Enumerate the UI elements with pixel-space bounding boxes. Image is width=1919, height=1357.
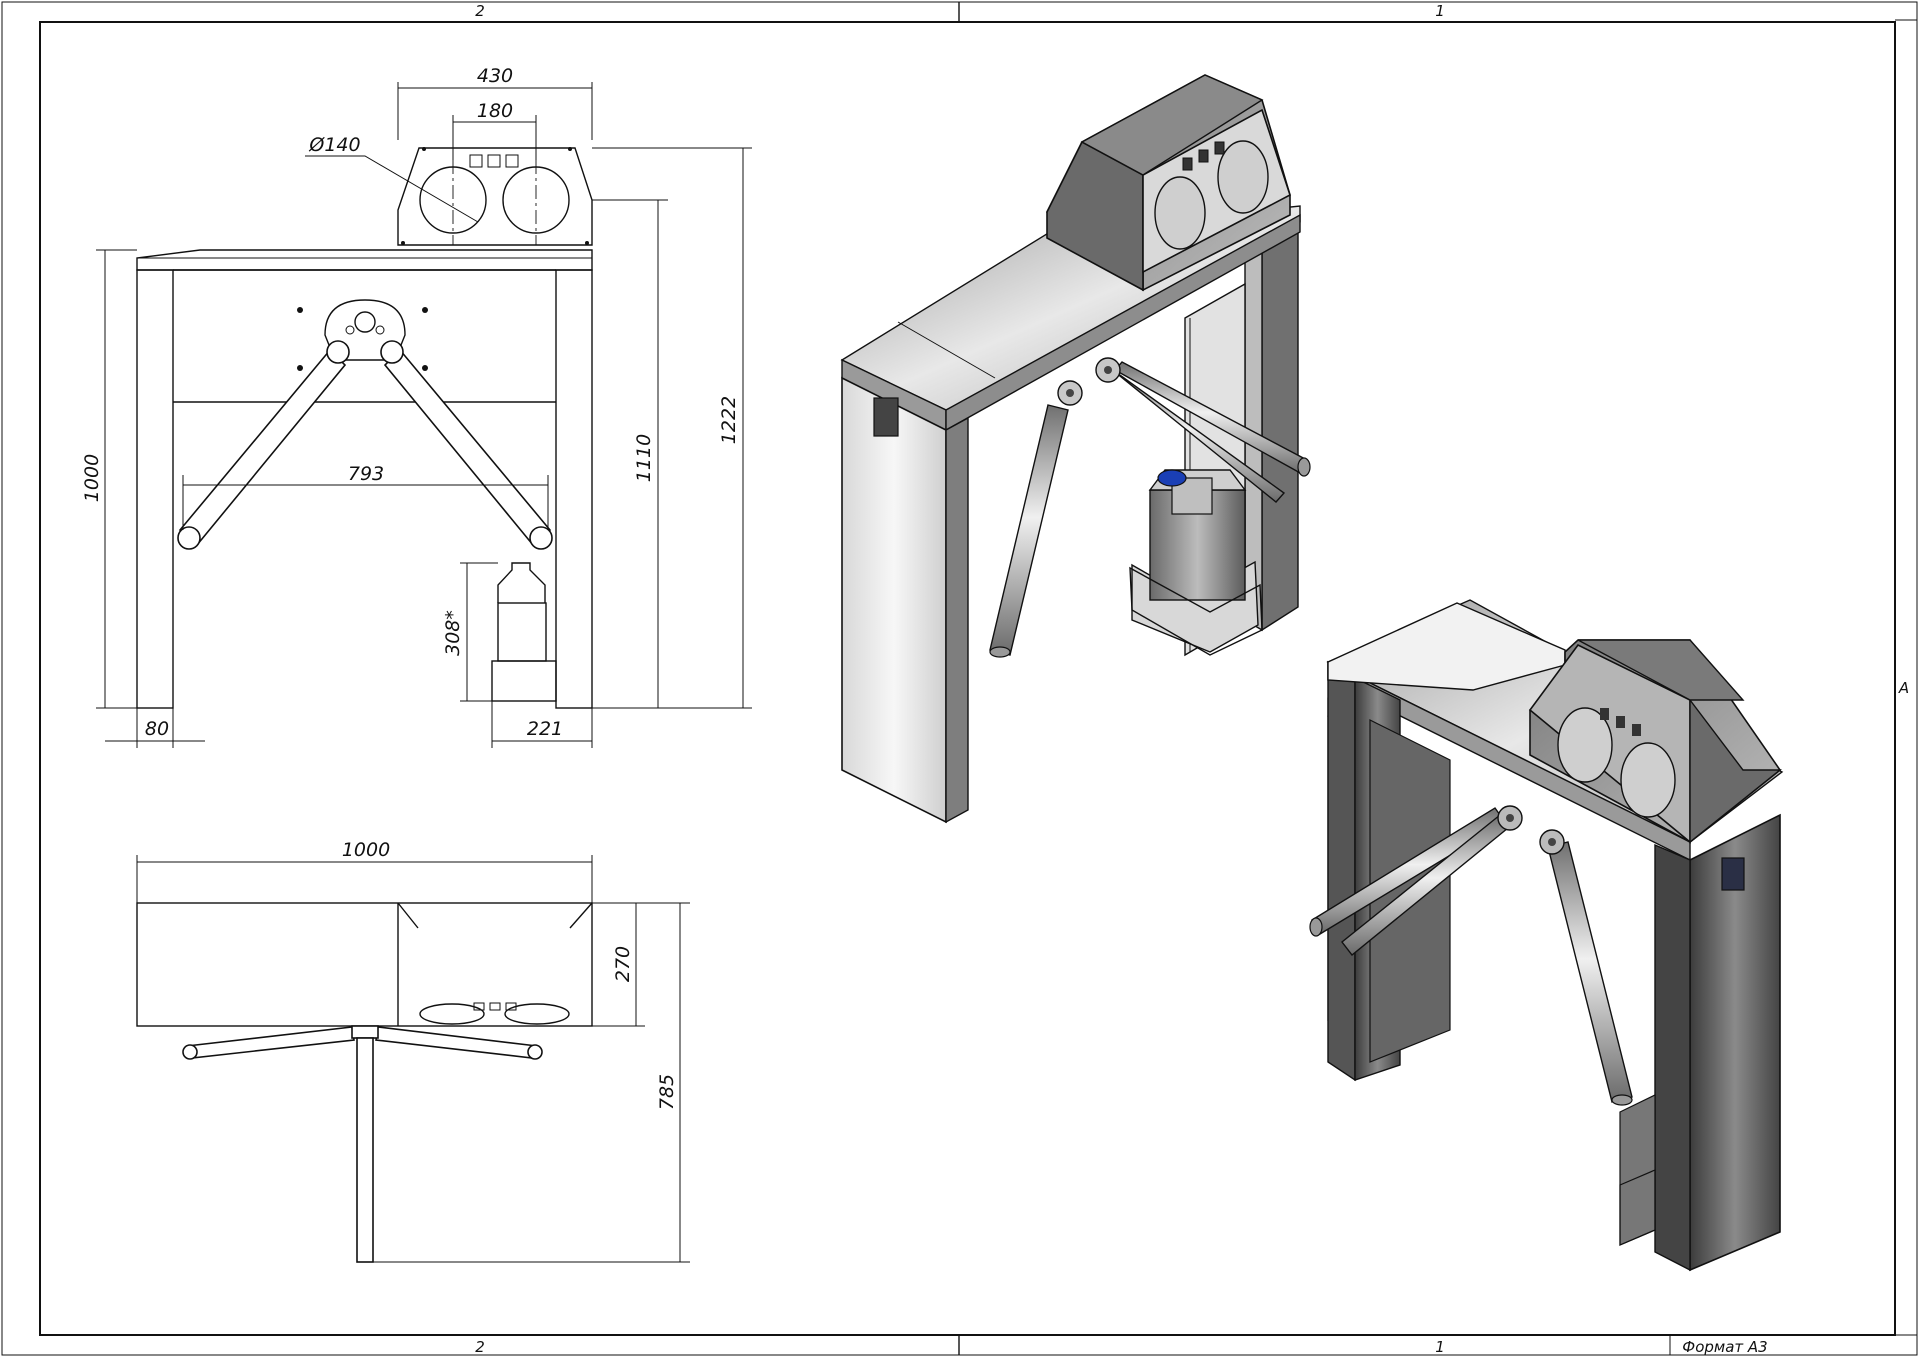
dim-plan-depth-270: 270	[612, 946, 634, 982]
front-view	[136, 147, 593, 709]
plan-view-dimensions	[136, 855, 690, 1263]
dim-width-430: 430	[477, 65, 513, 87]
dim-diameter-140: Ø140	[308, 134, 360, 156]
iso1-hand-hole-right	[1217, 140, 1269, 214]
plan-view	[136, 902, 593, 1263]
dim-arm-length-785: 785	[656, 1074, 678, 1110]
dim-spacing-180: 180	[477, 100, 513, 122]
format-label: Формат А3	[1682, 1338, 1767, 1356]
isometric-view-front	[840, 74, 1311, 824]
dim-height-1110: 1110	[633, 434, 655, 482]
dim-tray-width-221: 221	[527, 718, 563, 740]
dim-post-width-80: 80	[145, 718, 169, 740]
zone-label-top-1: 1	[1435, 2, 1445, 20]
dim-canister-308: 308*	[442, 610, 464, 656]
iso1-hand-hole-left	[1154, 176, 1206, 250]
zone-label-top-2: 2	[475, 2, 485, 20]
iso2-hand-hole-left	[1557, 707, 1613, 783]
zone-label-side-a: A	[1898, 679, 1909, 697]
canister-cap	[1157, 469, 1187, 487]
zone-label-bottom-1: 1	[1435, 1338, 1445, 1356]
front-view-dimensions	[96, 82, 752, 748]
dim-height-1000: 1000	[81, 454, 103, 502]
dim-height-1222: 1222	[718, 396, 740, 444]
iso2-hand-hole-right	[1620, 742, 1676, 818]
dim-plan-length-1000: 1000	[342, 839, 390, 861]
zone-label-bottom-2: 2	[475, 1338, 485, 1356]
dim-arm-span-793: 793	[348, 463, 384, 485]
isometric-view-rear	[1309, 599, 1784, 1272]
